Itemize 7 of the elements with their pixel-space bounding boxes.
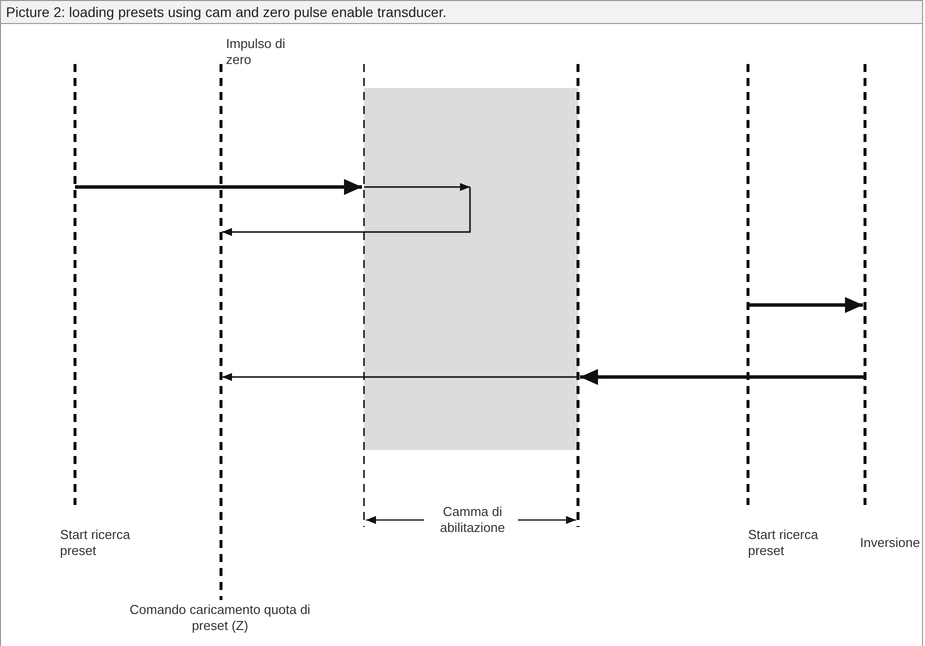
label: Start ricerca preset — [60, 527, 132, 559]
label: Comando caricamento quota di preset (Z) — [128, 602, 312, 634]
label: Impulso di zero — [226, 36, 286, 68]
label: Inversione — [860, 535, 921, 551]
label: Start ricerca preset — [748, 527, 820, 559]
caption: Picture 2: loading presets using cam and zero pulse enable transducer. — [0, 0, 923, 24]
label: Camma di abilitazione — [438, 504, 506, 536]
